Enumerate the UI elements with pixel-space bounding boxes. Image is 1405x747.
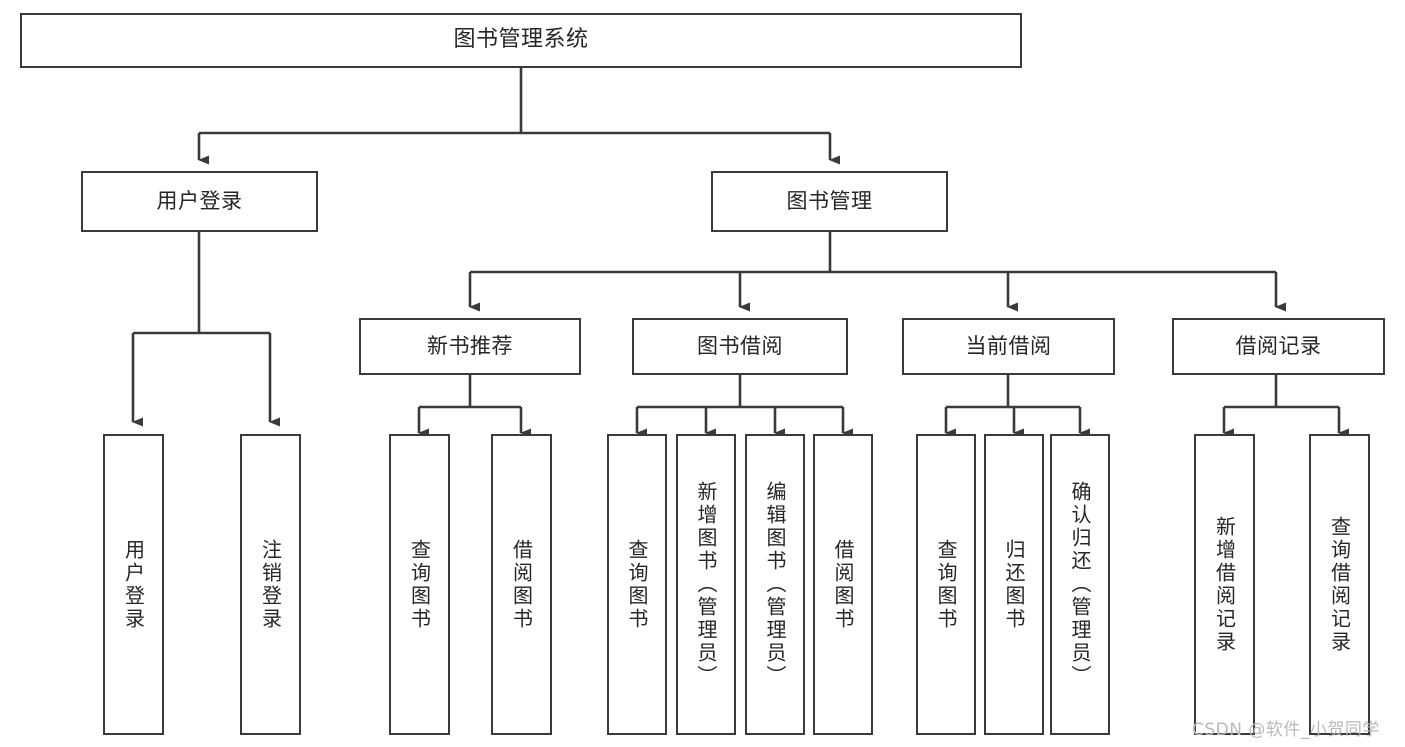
leaf-user-login-signin[interactable]: 用户登录: [103, 434, 164, 735]
leaf-record-add-record[interactable]: 新增借阅记录: [1194, 434, 1255, 735]
leaf-recommend-query-book[interactable]: 查询图书: [389, 434, 450, 735]
leaf-user-login-signout[interactable]: 注销登录: [240, 434, 301, 735]
node-label: 当前借阅: [965, 333, 1052, 358]
leaf-record-query-record[interactable]: 查询借阅记录: [1309, 434, 1370, 735]
leaf-borrow-lend-book[interactable]: 借阅图书: [813, 434, 873, 735]
node-label: 图书管理: [786, 188, 873, 213]
leaf-current-return-book[interactable]: 归还图书: [984, 434, 1044, 735]
node-label: 新增图书（管理员）: [694, 481, 718, 688]
node-label: 借阅记录: [1235, 333, 1322, 358]
node-label: 新书推荐: [427, 333, 513, 358]
leaf-current-query-book[interactable]: 查询图书: [916, 434, 976, 735]
node-current-borrow[interactable]: 当前借阅: [902, 318, 1115, 375]
node-book-borrow[interactable]: 图书借阅: [632, 318, 848, 375]
leaf-current-confirm-return[interactable]: 确认归还（管理员）: [1050, 434, 1110, 735]
node-label: 查询图书: [625, 538, 649, 631]
node-label: 归还图书: [1002, 538, 1026, 631]
node-label: 用户登录: [156, 188, 243, 213]
leaf-borrow-add-book[interactable]: 新增图书（管理员）: [676, 434, 736, 735]
node-label: 注销登录: [258, 538, 283, 631]
node-book-management[interactable]: 图书管理: [711, 171, 948, 232]
node-label: 查询图书: [407, 538, 432, 631]
node-label: 图书管理系统: [453, 27, 589, 53]
node-label: 借阅图书: [509, 538, 534, 631]
node-user-login[interactable]: 用户登录: [81, 171, 318, 232]
node-label: 确认归还（管理员）: [1068, 481, 1092, 688]
node-label: 用户登录: [121, 538, 146, 631]
node-label: 借阅图书: [831, 538, 855, 631]
node-label: 编辑图书（管理员）: [763, 481, 787, 688]
node-label: 查询借阅记录: [1327, 515, 1352, 654]
leaf-borrow-edit-book[interactable]: 编辑图书（管理员）: [745, 434, 805, 735]
node-label: 图书借阅: [697, 333, 783, 358]
leaf-recommend-borrow-book[interactable]: 借阅图书: [491, 434, 552, 735]
node-root-system[interactable]: 图书管理系统: [20, 13, 1022, 68]
node-label: 查询图书: [934, 538, 958, 631]
node-borrow-record[interactable]: 借阅记录: [1172, 318, 1385, 375]
node-new-book-recommend[interactable]: 新书推荐: [359, 318, 581, 375]
leaf-borrow-query-book[interactable]: 查询图书: [607, 434, 667, 735]
watermark-csdn: CSDN @软件_小贺同学: [1192, 720, 1380, 740]
node-label: 新增借阅记录: [1212, 515, 1237, 654]
